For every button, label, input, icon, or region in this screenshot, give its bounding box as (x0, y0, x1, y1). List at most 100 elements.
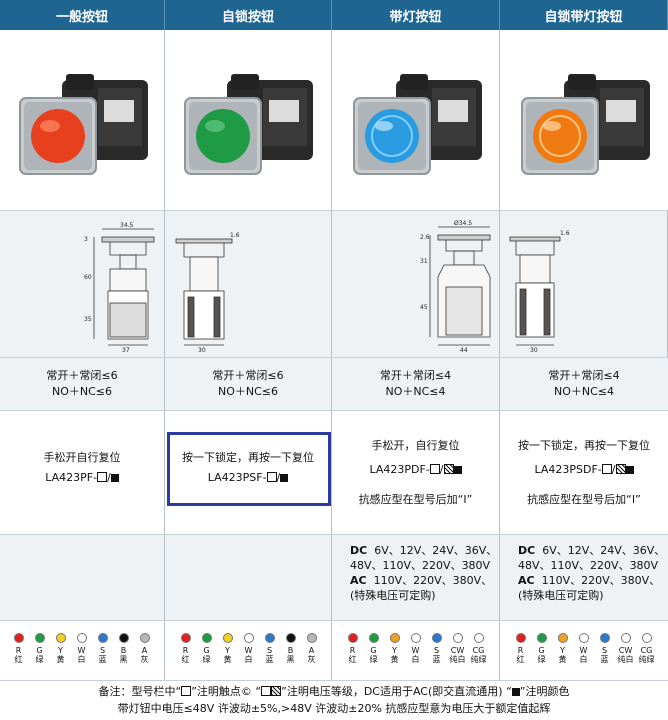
color-code: Y (560, 646, 565, 655)
color-swatch (243, 633, 254, 643)
color-name: 绿 (369, 655, 378, 664)
contacts-row: 常开＋常闭≤6 NO＋NC≤6 常开＋常闭≤6 NO＋NC≤6 常开＋常闭≤4 … (0, 358, 668, 411)
function-desc: 手松开，自行复位 (371, 439, 460, 452)
color-name: 黄 (56, 655, 65, 664)
voltage-cell: DC 6V、12V、24V、36V、 48V、110V、220V、380V AC… (332, 535, 500, 620)
color-name: 黑 (286, 655, 295, 664)
dim-base: 35 (84, 316, 92, 323)
color-code: A (308, 646, 315, 655)
contacts-cell: 常开＋常闭≤6 NO＋NC≤6 (165, 358, 332, 410)
color-swatch (76, 633, 87, 643)
color-code: Y (58, 646, 63, 655)
button-cap (31, 109, 85, 163)
model-number: LA423PDF-/ (332, 463, 499, 476)
header-cell-self-lock-lamp: 自锁带灯按钮 (500, 0, 668, 30)
color-swatch (536, 633, 547, 643)
footnote: 备注：型号栏中“”注明触点© “”注明电压等级，DC适用于AC(即交直流通用) … (98, 685, 570, 715)
color-swatch (118, 633, 129, 643)
color-code: Y (225, 646, 230, 655)
color-name: 红 (14, 655, 23, 664)
color-code: W (244, 646, 253, 655)
color-code: R (182, 646, 189, 655)
function-cell: 手松开，自行复位 LA423PDF-/ 抗感应型在型号后加“I” (332, 411, 500, 534)
button-photo-blue (353, 74, 482, 175)
function-row: 手松开自行复位 LA423PF-/ 按一下锁定，再按一下复位 LA423PSF-… (0, 411, 668, 535)
color-code: G (36, 646, 43, 655)
header-row: 一般按钮 自锁按钮 带灯按钮 自锁带灯按钮 (0, 0, 668, 30)
color-name: 蓝 (432, 655, 441, 664)
color-code: W (411, 646, 420, 655)
model-number: LA423PSDF-/ (500, 463, 668, 476)
color-name: 白 (77, 655, 86, 664)
color-code: R (349, 646, 356, 655)
color-code: Y (392, 646, 397, 655)
color-swatch (34, 633, 45, 643)
color-code: S (601, 646, 608, 655)
dim-top-width: 34.5 (120, 222, 134, 229)
color-name: 蓝 (600, 655, 609, 664)
header-cell-lamp: 带灯按钮 (332, 0, 500, 30)
color-code: CG (640, 646, 653, 655)
model-number: LA423PF-/ (0, 471, 164, 484)
svg-text:2.6: 2.6 (420, 234, 430, 241)
color-swatch (139, 633, 150, 643)
function-cell: 按一下锁定，再按一下复位 LA423PSDF-/ 抗感应型在型号后加“I” (500, 411, 668, 534)
color-name: 蓝 (98, 655, 107, 664)
color-swatch (222, 633, 233, 643)
color-name: 灰 (140, 655, 149, 664)
color-swatch (578, 633, 589, 643)
function-desc: 按一下锁定，再按一下复位 (182, 451, 314, 464)
function-cell: 按一下锁定，再按一下复位 LA423PSF-/ (165, 411, 332, 534)
color-swatch (620, 633, 631, 643)
color-swatch (389, 633, 400, 643)
color-code: G (203, 646, 210, 655)
color-code: A (141, 646, 148, 655)
svg-text:31: 31 (420, 258, 428, 265)
color-swatch (201, 633, 212, 643)
color-swatch (515, 633, 526, 643)
color-name: 纯白 (617, 655, 634, 664)
header-cell-self-lock: 自锁按钮 (165, 0, 332, 30)
color-name: 纯绿 (470, 655, 487, 664)
dim-w-left: 37 (122, 347, 130, 353)
function-cell: 手松开自行复位 LA423PF-/ (0, 411, 165, 534)
dim-h1: 3 (84, 236, 88, 243)
color-code: S (433, 646, 440, 655)
dim-w-right: 30 (198, 347, 206, 353)
color-code: CG (472, 646, 485, 655)
color-name: 黄 (223, 655, 232, 664)
svg-text:Ø34.5: Ø34.5 (454, 220, 472, 227)
color-code: S (266, 646, 273, 655)
color-name: 灰 (307, 655, 316, 664)
button-photo-orange (521, 74, 650, 175)
color-swatch (55, 633, 66, 643)
photo-cell (500, 30, 668, 210)
color-swatch (97, 633, 108, 643)
color-swatch (599, 633, 610, 643)
color-name: 红 (181, 655, 190, 664)
color-swatch (641, 633, 652, 643)
voltage-cell: DC 6V、12V、24V、36V、 48V、110V、220V、380V AC… (518, 544, 666, 602)
function-desc: 按一下锁定，再按一下复位 (518, 439, 650, 452)
dimension-drawing-standard: 34.5 3 1.6 60 35 37 30 (84, 222, 240, 353)
voltage-row: DC 6V、12V、24V、36V、 48V、110V、220V、380V AC… (0, 535, 668, 621)
color-code: R (517, 646, 524, 655)
